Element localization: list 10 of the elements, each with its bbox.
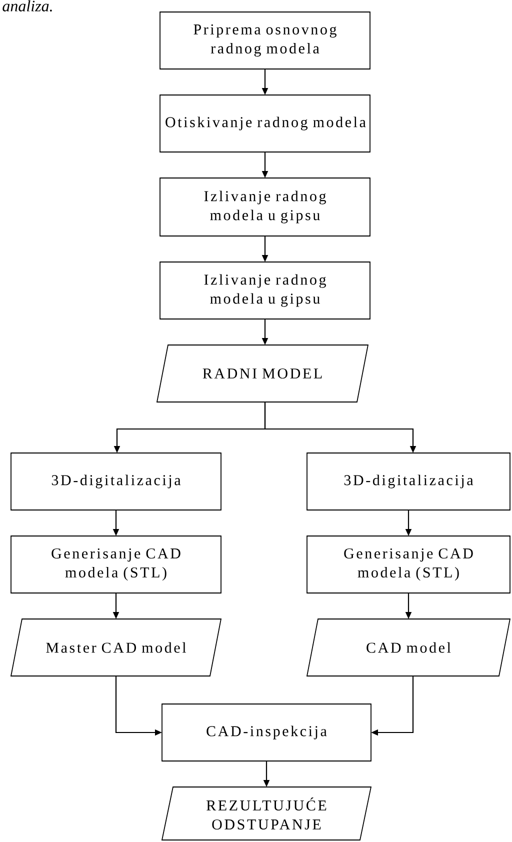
process-box: Izlivanje radnog modela u gipsu <box>160 262 370 320</box>
process-box: 3D-digitalizacija <box>10 452 222 510</box>
process-box: Generisanje CAD modela (STL) <box>306 536 510 594</box>
process-box: Priprema osnovnog radnog modela <box>160 12 370 70</box>
process-box: Izlivanje radnog modela u gipsu <box>160 178 370 236</box>
heading-fragment: analiza. <box>2 0 52 12</box>
process-box: CAD-inspekcija <box>162 704 372 762</box>
process-box: 3D-digitalizacija <box>306 452 510 510</box>
process-box: Generisanje CAD modela (STL) <box>10 536 222 594</box>
process-box: Otiskivanje radnog modela <box>160 94 370 152</box>
